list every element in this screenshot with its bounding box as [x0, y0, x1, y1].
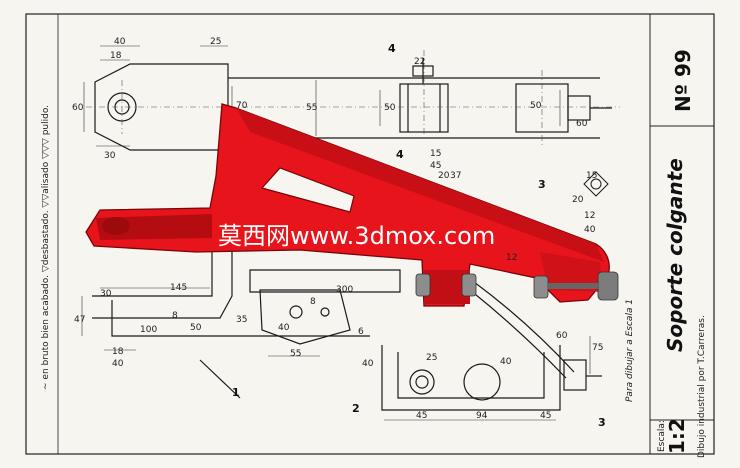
- dim-40e: 40: [500, 357, 512, 367]
- support-part-3d: [85, 103, 610, 307]
- dim-20b: 20: [572, 195, 584, 205]
- plate-number: Nº 99: [671, 49, 695, 112]
- dim-45a: 45: [416, 411, 427, 421]
- drawing-title: Soporte colgante: [663, 158, 687, 352]
- finish-legend: ∼ en bruto bien acabado. ▽desbastado. ▽▽…: [41, 105, 51, 390]
- dim-40d: 40: [362, 359, 374, 369]
- drawing-instruction: Para dibujar a Escala 1: [625, 299, 635, 402]
- dim-40f: 40: [584, 225, 596, 235]
- dim-30b: 30: [100, 289, 112, 299]
- callout-3-bottom: 3: [598, 416, 606, 429]
- dim-94: 94: [476, 411, 488, 421]
- dimension-lines-top: [83, 45, 561, 147]
- dim-75: 75: [592, 343, 603, 353]
- callout-2: 2: [352, 402, 360, 415]
- dim-47: 47: [74, 315, 85, 325]
- dim-12b: 12: [584, 211, 595, 221]
- dim-50b: 50: [530, 101, 542, 111]
- dim-100: 100: [140, 325, 157, 335]
- dim-25: 25: [210, 37, 221, 47]
- scale-value: 1:2: [665, 418, 689, 454]
- dim-25b: 25: [426, 353, 437, 363]
- nut-detail: [583, 171, 609, 197]
- scale-label: Escala:: [657, 420, 667, 452]
- dim-300: 300: [336, 285, 353, 295]
- dim-40: 40: [114, 37, 126, 47]
- dim-55: 55: [306, 103, 317, 113]
- callout-numbers: 1 2 3 3 4 4: [232, 42, 606, 429]
- dim-45b: 45: [540, 411, 551, 421]
- watermark: 莫西网www.3dmox.com: [218, 222, 495, 250]
- dim-6: 6: [358, 327, 364, 337]
- dim-55b: 55: [290, 349, 301, 359]
- bolts: [415, 271, 619, 301]
- centerlines: [86, 50, 620, 145]
- dim-40c: 40: [278, 323, 290, 333]
- dim-60b: 60: [576, 119, 588, 129]
- dim-145: 145: [170, 283, 187, 293]
- border-frame: [25, 13, 715, 455]
- dim-12: 12: [506, 253, 517, 263]
- dim-30: 30: [104, 151, 116, 161]
- dim-15: 15: [430, 149, 441, 159]
- dimension-lines-bottom: [81, 287, 591, 421]
- callout-4-middle: 4: [396, 148, 404, 161]
- dim-50c: 50: [190, 323, 202, 333]
- dim-70: 70: [236, 101, 248, 111]
- dim-18: 18: [110, 51, 122, 61]
- dim-60c: 60: [556, 331, 568, 341]
- callout-4-top: 4: [388, 42, 396, 55]
- callout-1: 1: [232, 386, 240, 399]
- callout-3-top: 3: [538, 178, 546, 191]
- dim-50a: 50: [384, 103, 396, 113]
- author-credit: Dibujo industrial por T.Carreras.: [697, 315, 707, 458]
- dim-18b: 18: [112, 347, 124, 357]
- dim-20: 20: [438, 171, 450, 181]
- dim-40b: 40: [112, 359, 124, 369]
- dimension-values: 40 18 25 60 30 70 55 22 50 50 60 15 45 2…: [72, 37, 603, 421]
- dim-8: 8: [172, 311, 178, 321]
- front-view-bracket: [92, 210, 602, 411]
- dim-8b: 8: [310, 297, 316, 307]
- dim-60: 60: [72, 103, 84, 113]
- dim-45: 45: [430, 161, 441, 171]
- dim-22: 22: [414, 57, 425, 67]
- dim-37: 37: [450, 171, 461, 181]
- dim-35: 35: [236, 315, 247, 325]
